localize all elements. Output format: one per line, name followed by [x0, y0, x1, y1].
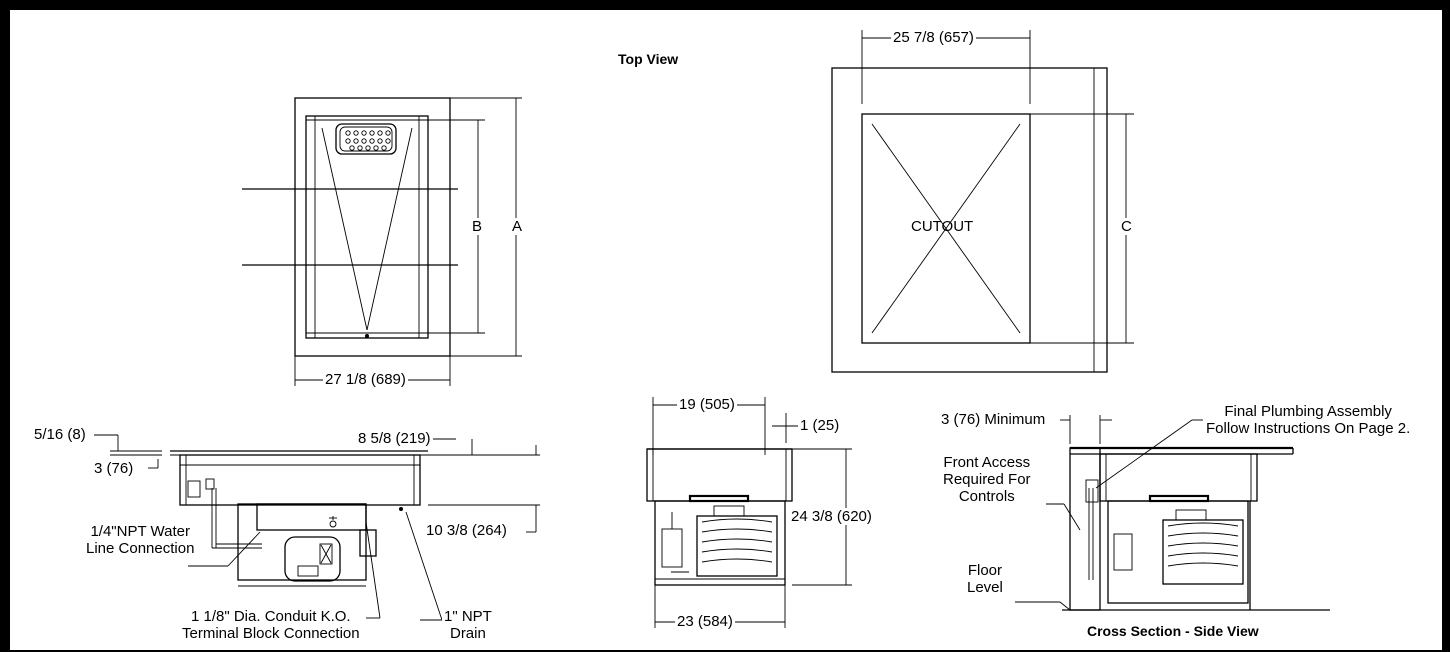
top-view-unit — [242, 97, 522, 386]
floor-level-label: Floor Level — [965, 562, 1005, 596]
drain-label: 1" NPT Drain — [442, 608, 494, 642]
conduit-label: 1 1/8" Dia. Conduit K.O. Terminal Block … — [180, 608, 362, 642]
cutout-view — [831, 30, 1134, 373]
minimum-clearance-label: 3 (76) Minimum — [939, 411, 1048, 428]
water-line-connection-label: 1/4"NPT Water Line Connection — [84, 523, 197, 557]
cross-section-view — [1015, 415, 1330, 611]
dimension-a-label: A — [510, 218, 525, 235]
dimension-10-3-8: 10 3/8 (264) — [424, 522, 509, 539]
dimension-c-label: C — [1119, 218, 1134, 235]
cutout-width-dimension: 25 7/8 (657) — [891, 29, 976, 46]
top-view-title: Top View — [616, 51, 681, 68]
cross-section-coil — [1162, 509, 1244, 585]
technical-drawing — [94, 30, 1330, 628]
drawing-sheet: Top View B A 27 1/8 (689) 25 7/8 (657) C… — [10, 10, 1442, 650]
vent-holes — [345, 130, 391, 151]
dimension-b-label: B — [470, 218, 485, 235]
front-dim-1: 1 (25) — [798, 417, 842, 434]
dimension-3-76: 3 (76) — [92, 460, 136, 477]
front-access-label: Front Access Required For Controls — [941, 454, 1033, 505]
side-view-left — [94, 434, 540, 621]
front-width-23: 23 (584) — [675, 613, 735, 630]
dimension-5-16: 5/16 (8) — [32, 426, 88, 443]
final-plumbing-label: Final Plumbing Assembly Follow Instructi… — [1204, 403, 1413, 437]
dimension-8-5-8: 8 5/8 (219) — [356, 430, 433, 447]
front-height-dimension: 24 3/8 (620) — [789, 508, 874, 525]
unit-width-dimension: 27 1/8 (689) — [323, 371, 408, 388]
condenser-coil — [696, 505, 778, 577]
cross-section-title: Cross Section - Side View — [1085, 623, 1261, 640]
front-width-19: 19 (505) — [677, 396, 737, 413]
cutout-label: CUTOUT — [911, 218, 974, 235]
